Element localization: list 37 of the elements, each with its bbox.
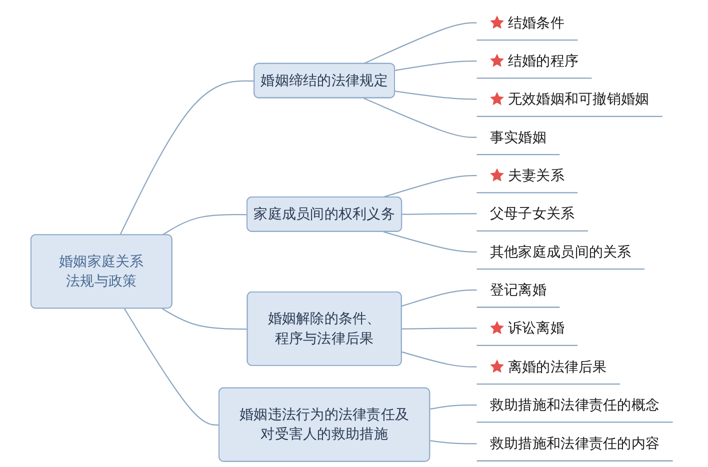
- connector-line: [394, 90, 477, 100]
- connector-line: [402, 289, 477, 307]
- subtopic-text: 救助措施和法律责任的内容: [490, 434, 660, 452]
- topic-text: 婚姻违法行为的法律责任及对受害人的救助措施: [238, 404, 410, 444]
- subtopic-text: 诉讼离婚: [508, 320, 564, 336]
- connector-line: [119, 80, 255, 236]
- connector-line: [402, 351, 477, 368]
- root-topic-text: 婚姻家庭关系法规与政策: [58, 252, 145, 292]
- subtopic-text: 离婚的法律后果: [508, 358, 607, 376]
- subtopic-text: 事实婚姻: [490, 128, 546, 146]
- connector-line: [364, 98, 477, 138]
- subtopic-text: 结婚条件: [508, 14, 564, 32]
- connector-line: [430, 440, 477, 444]
- connector-line: [430, 404, 477, 410]
- topic-box: [218, 387, 430, 462]
- subtopic-text: 无效婚姻和可撤销婚姻: [508, 90, 650, 108]
- topic-text: 家庭成员间的权利义务: [254, 205, 395, 222]
- connector-line: [402, 213, 477, 215]
- subtopic-text: 登记离婚: [490, 281, 546, 298]
- topic-text: 婚姻解除的条件、程序与法律后果: [267, 308, 382, 348]
- connector-line: [362, 22, 477, 64]
- subtopic-text: 夫妻关系: [508, 166, 564, 184]
- topic-box: [246, 196, 402, 232]
- connector-line: [124, 308, 220, 426]
- connector-line: [394, 60, 477, 71]
- subtopic-text: 救助措施和法律责任的概念: [490, 396, 660, 414]
- connector-line: [402, 328, 477, 330]
- subtopic-text: 其他家庭成员间的关系: [490, 243, 632, 260]
- connector-line: [383, 231, 477, 252]
- root-topic-box: [30, 234, 172, 309]
- connector-line: [162, 308, 248, 330]
- topic-text: 婚姻缔结的法律规定: [260, 72, 388, 89]
- topic-box: [246, 291, 402, 366]
- connector-line: [162, 214, 248, 236]
- subtopic-text: 结婚的程序: [508, 52, 579, 70]
- topic-box: [254, 62, 395, 98]
- subtopic-text: 父母子女关系: [490, 205, 575, 222]
